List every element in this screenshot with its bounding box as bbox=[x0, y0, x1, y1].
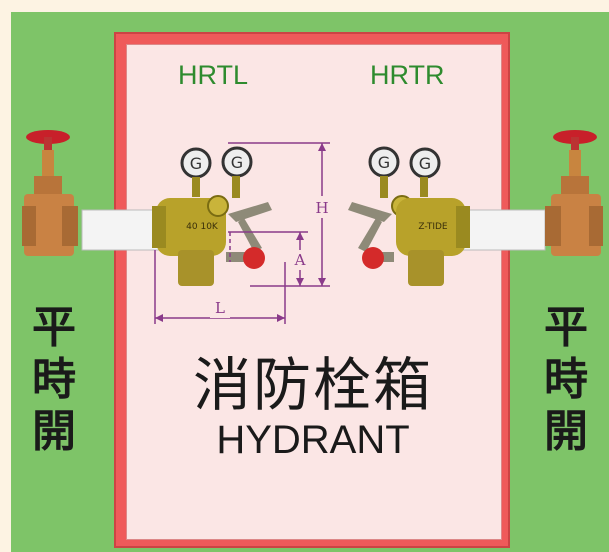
hydrant-title-chinese: 消防栓箱 bbox=[192, 351, 433, 419]
dimension-label-h: H bbox=[315, 199, 328, 217]
left-normally-open-label: 平時開 bbox=[32, 302, 76, 457]
hydrant-title-english: HYDRANT bbox=[216, 418, 410, 462]
svg-text:G: G bbox=[190, 154, 202, 173]
right-gate-valve-icon bbox=[545, 130, 603, 256]
hydrant-cabinet-panel bbox=[126, 44, 502, 540]
svg-text:G: G bbox=[231, 153, 243, 172]
dimension-label-l: L bbox=[215, 299, 225, 317]
right-model-label: HRTR bbox=[370, 60, 445, 90]
dimension-label-a: A bbox=[294, 251, 306, 269]
left-hydrant-valve-icon: G G bbox=[152, 146, 272, 286]
right-normally-open-label: 平時開 bbox=[544, 302, 588, 457]
svg-text:G: G bbox=[378, 153, 390, 172]
left-valve-marking: 40 10K bbox=[186, 222, 219, 232]
right-hydrant-valve-icon: G G bbox=[348, 146, 470, 286]
svg-text:G: G bbox=[419, 154, 431, 173]
left-gate-valve-icon bbox=[22, 130, 78, 256]
dimension-arrows bbox=[155, 143, 326, 322]
left-model-label: HRTL bbox=[178, 60, 249, 90]
right-valve-marking: Z-TIDE bbox=[418, 222, 448, 232]
